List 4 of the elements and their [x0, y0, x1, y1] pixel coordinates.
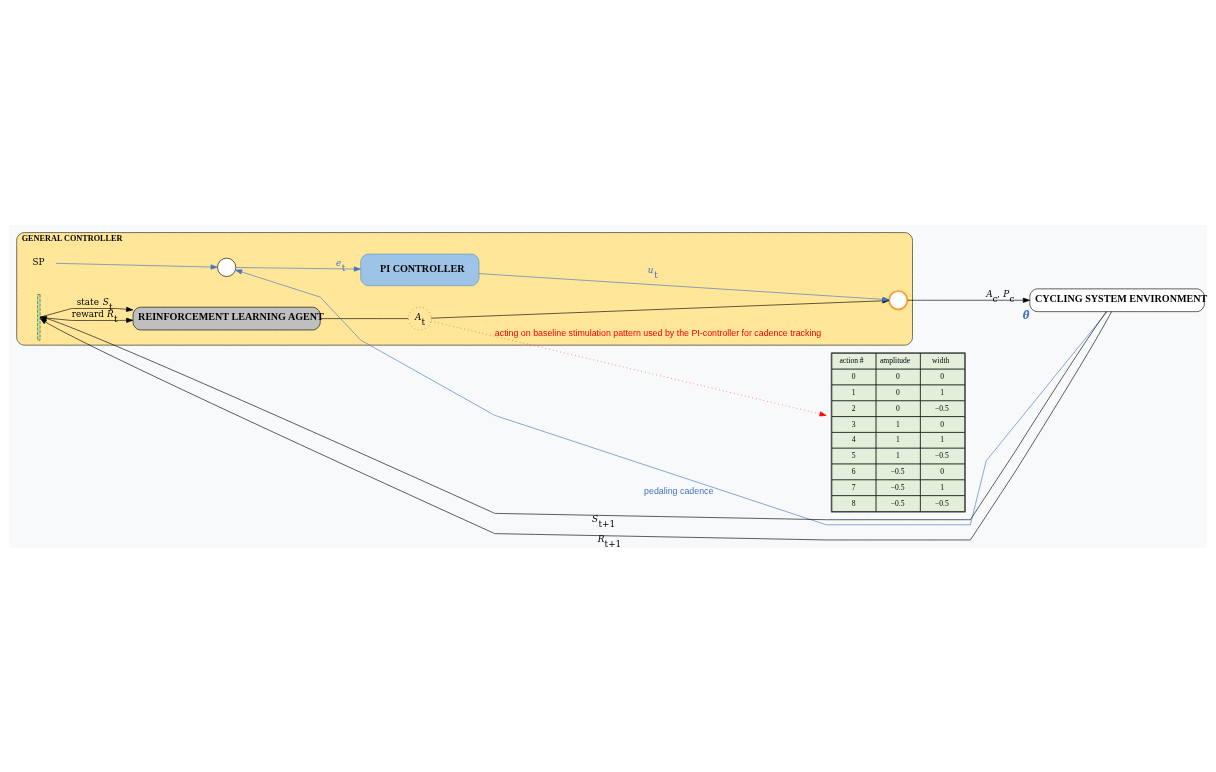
- edge-label: acting on baseline stimulation pattern used by the PI-controller for cadence tracking: [494, 327, 822, 338]
- edge-label: pedaling cadence: [644, 485, 714, 496]
- node-text: SP: [32, 256, 45, 267]
- node-label: θ̇: [1022, 309, 1030, 321]
